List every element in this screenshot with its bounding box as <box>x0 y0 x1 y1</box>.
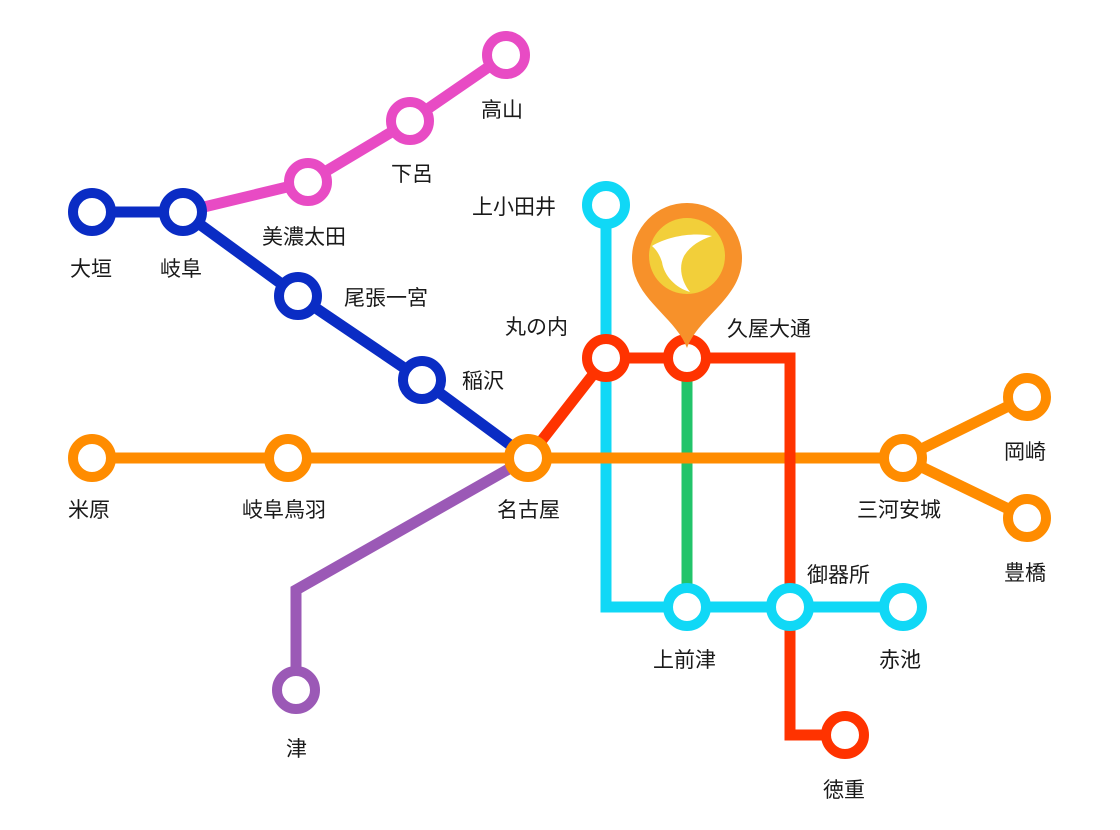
line-red <box>523 352 845 741</box>
station-node-tsu[interactable] <box>272 666 320 714</box>
station-node-owariichinomiya[interactable] <box>274 272 322 320</box>
station-label-minoota: 美濃太田 <box>262 225 346 249</box>
station-node-gifuhashima[interactable] <box>264 434 312 482</box>
station-label-toyohashi: 豊橋 <box>1004 561 1046 585</box>
station-label-takayama: 高山 <box>481 98 523 122</box>
station-label-tokushige: 徳重 <box>823 778 865 802</box>
station-label-owariichinomiya: 尾張一宮 <box>344 286 428 310</box>
station-label-nagoya: 名古屋 <box>497 498 560 522</box>
pin-logo-swoosh-icon <box>652 234 712 292</box>
station-node-okazaki[interactable] <box>1003 373 1051 421</box>
station-label-gokiso: 御器所 <box>807 563 870 587</box>
station-node-inazawa[interactable] <box>398 356 446 404</box>
station-node-maibara[interactable] <box>68 434 116 482</box>
station-label-gifuhashima: 岐阜鳥羽 <box>242 498 326 522</box>
station-node-kamimaezu[interactable] <box>663 583 711 631</box>
station-node-tokushige[interactable] <box>821 711 869 759</box>
station-node-takayama[interactable] <box>482 31 530 79</box>
station-label-okazaki: 岡崎 <box>1004 440 1046 464</box>
station-node-gokiso[interactable] <box>766 583 814 631</box>
station-label-kamiotai: 上小田井 <box>472 195 556 219</box>
station-node-akaike[interactable] <box>879 583 927 631</box>
station-label-inazawa: 稲沢 <box>462 369 504 393</box>
station-label-gero: 下呂 <box>391 162 433 186</box>
map-pin-icon[interactable] <box>632 203 742 348</box>
station-label-akaike: 赤池 <box>879 648 921 672</box>
line-purple <box>290 453 531 690</box>
station-node-toyohashi[interactable] <box>1003 494 1051 542</box>
station-label-hisaya-odori: 久屋大通 <box>727 317 811 341</box>
station-node-gifu[interactable] <box>159 188 207 236</box>
station-label-mikawaanjo: 三河安城 <box>857 498 941 522</box>
station-node-mikawaanjo[interactable] <box>879 434 927 482</box>
station-node-nagoya[interactable] <box>504 434 552 482</box>
station-label-gifu: 岐阜 <box>160 257 202 281</box>
station-node-ogaki[interactable] <box>68 188 116 236</box>
station-node-gero[interactable] <box>386 97 434 145</box>
station-node-minoota[interactable] <box>284 158 332 206</box>
station-node-kamiotai[interactable] <box>582 181 630 229</box>
station-label-kamimaezu: 上前津 <box>653 648 716 672</box>
station-label-ogaki: 大垣 <box>70 257 112 281</box>
line-pink <box>181 50 510 218</box>
station-label-tsu: 津 <box>286 737 307 761</box>
station-label-maibara: 米原 <box>68 498 110 522</box>
station-node-marunouchi[interactable] <box>582 334 630 382</box>
station-label-marunouchi: 丸の内 <box>505 315 568 339</box>
